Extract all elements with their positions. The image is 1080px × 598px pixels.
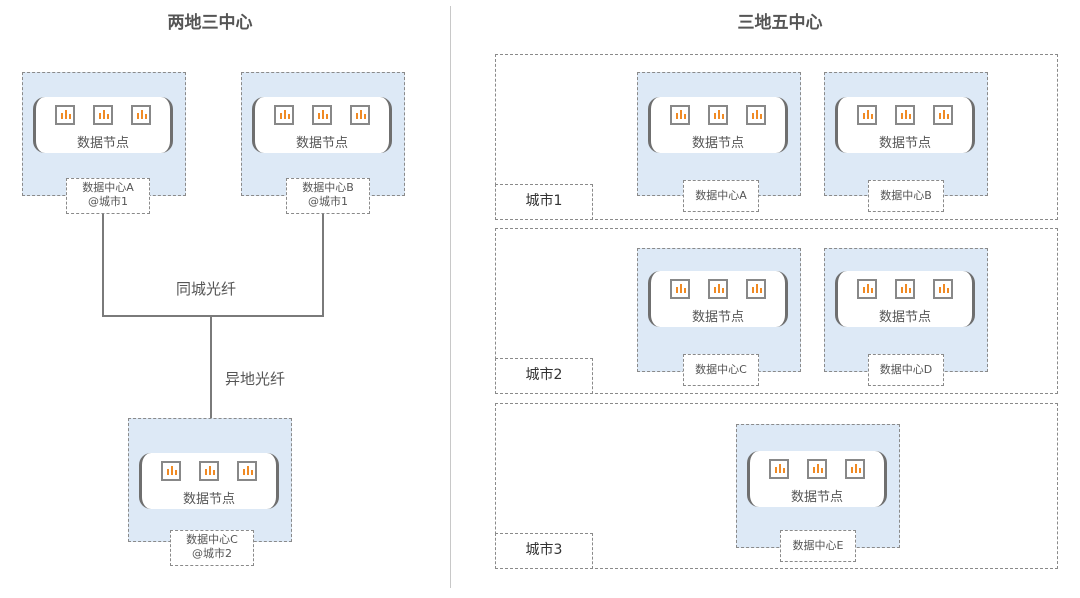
server-icon: [807, 459, 827, 479]
server-icon: [895, 105, 915, 125]
divider: [450, 6, 451, 588]
datacenter-c-tag: 数据中心C @城市2: [170, 530, 254, 566]
server-icon: [708, 279, 728, 299]
datacenter-b-tag: 数据中心B: [868, 180, 944, 212]
data-node: 数据节点: [747, 451, 887, 507]
city-region-1: [495, 54, 1058, 220]
server-icon: [857, 105, 877, 125]
datacenter-name: 数据中心C: [186, 533, 238, 546]
link-a-vertical: [102, 214, 104, 316]
server-icon: [93, 105, 113, 125]
datacenter-name: 数据中心B: [880, 189, 932, 202]
link-b-vertical: [322, 214, 324, 316]
data-node: 数据节点: [835, 97, 975, 153]
datacenter-a: 数据节点: [637, 72, 801, 196]
datacenter-a-tag: 数据中心A: [683, 180, 759, 212]
datacenter-name: 数据中心E: [792, 539, 844, 552]
remote-fiber-label: 异地光纤: [225, 370, 286, 388]
server-icon: [274, 105, 294, 125]
link-same-city-horizontal: [102, 315, 324, 317]
datacenter-b-tag: 数据中心B @城市1: [286, 178, 370, 214]
datacenter-c-tag: 数据中心C: [683, 354, 759, 386]
city-3-label: 城市3: [495, 533, 593, 569]
data-node: 数据节点: [139, 453, 279, 509]
city-region-2: [495, 228, 1058, 394]
city-2-label: 城市2: [495, 358, 593, 394]
datacenter-b: 数据节点: [824, 72, 988, 196]
server-icon: [350, 105, 370, 125]
server-icon: [199, 461, 219, 481]
right-title: 三地五中心: [737, 13, 823, 33]
data-node-label: 数据节点: [691, 310, 744, 325]
data-node: 数据节点: [33, 97, 173, 153]
datacenter-d-tag: 数据中心D: [868, 354, 944, 386]
data-node: 数据节点: [648, 271, 788, 327]
data-node-label: 数据节点: [878, 310, 931, 325]
left-title: 两地三中心: [167, 13, 253, 33]
city-1-label: 城市1: [495, 184, 593, 220]
datacenter-name: 数据中心D: [879, 363, 933, 376]
server-icon: [746, 105, 766, 125]
datacenter-a: 数据节点: [22, 72, 186, 196]
server-icon: [312, 105, 332, 125]
server-icon: [55, 105, 75, 125]
data-node: 数据节点: [252, 97, 392, 153]
datacenter-location: @城市1: [308, 195, 348, 208]
data-node-label: 数据节点: [790, 490, 843, 505]
datacenter-c: 数据节点: [128, 418, 292, 542]
server-icon: [845, 459, 865, 479]
datacenter-c: 数据节点: [637, 248, 801, 372]
server-icon: [670, 279, 690, 299]
server-icon: [857, 279, 877, 299]
server-icon: [161, 461, 181, 481]
datacenter-location: @城市2: [192, 547, 232, 560]
datacenter-name: 数据中心A: [82, 181, 134, 194]
datacenter-name: 数据中心B: [302, 181, 354, 194]
datacenter-e: 数据节点: [736, 424, 900, 548]
link-remote-vertical: [210, 316, 212, 420]
data-node-label: 数据节点: [295, 136, 348, 151]
datacenter-e-tag: 数据中心E: [780, 530, 856, 562]
datacenter-name: 数据中心A: [695, 189, 747, 202]
data-node: 数据节点: [835, 271, 975, 327]
data-node: 数据节点: [648, 97, 788, 153]
server-icon: [237, 461, 257, 481]
datacenter-b: 数据节点: [241, 72, 405, 196]
server-icon: [131, 105, 151, 125]
datacenter-location: @城市1: [88, 195, 128, 208]
city-region-3: [495, 403, 1058, 569]
datacenter-a-tag: 数据中心A @城市1: [66, 178, 150, 214]
server-icon: [769, 459, 789, 479]
same-city-fiber-label: 同城光纤: [176, 280, 237, 298]
data-node-label: 数据节点: [878, 136, 931, 151]
data-node-label: 数据节点: [182, 492, 235, 507]
datacenter-d: 数据节点: [824, 248, 988, 372]
server-icon: [895, 279, 915, 299]
datacenter-name: 数据中心C: [695, 363, 747, 376]
server-icon: [933, 279, 953, 299]
server-icon: [746, 279, 766, 299]
server-icon: [933, 105, 953, 125]
server-icon: [708, 105, 728, 125]
data-node-label: 数据节点: [691, 136, 744, 151]
server-icon: [670, 105, 690, 125]
data-node-label: 数据节点: [76, 136, 129, 151]
